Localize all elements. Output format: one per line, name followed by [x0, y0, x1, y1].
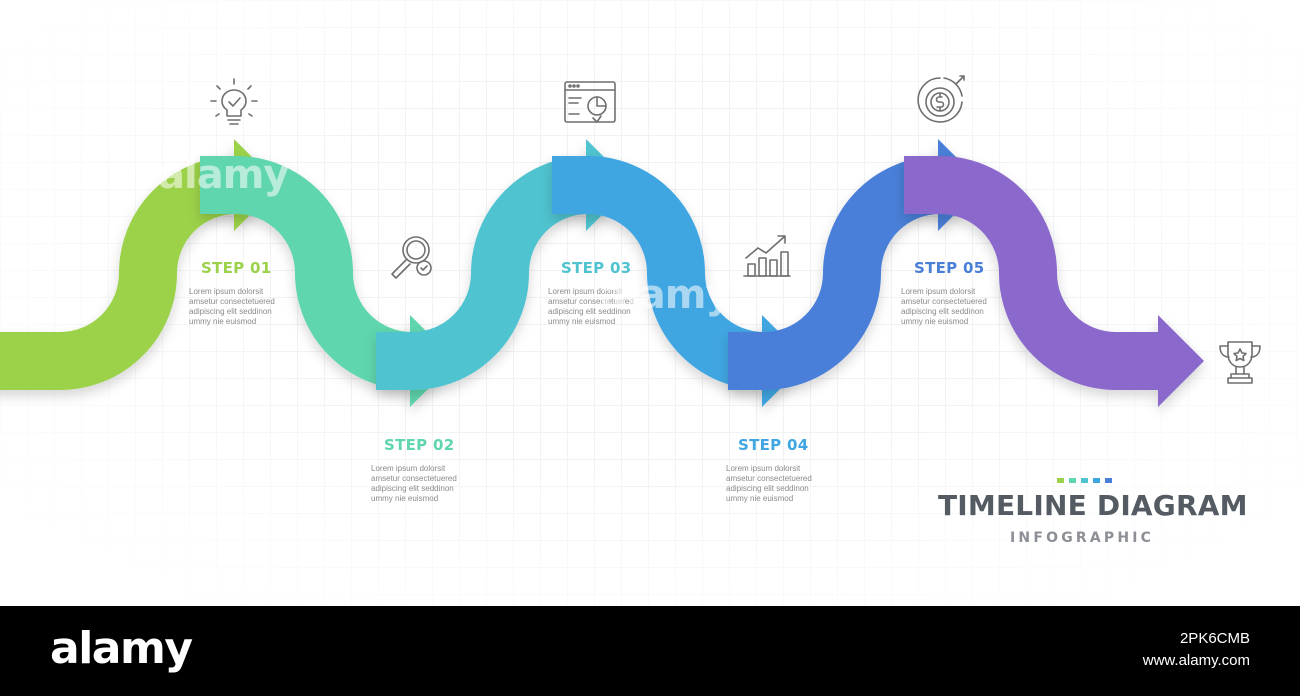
step-1-arrow-body [0, 156, 238, 390]
step-3-desc-line: adipiscing elit seddinon [548, 307, 631, 316]
step-4-desc-line: adipiscing elit seddinon [726, 484, 809, 493]
step-5-desc-line: ummy nie euismod [901, 317, 969, 326]
color-dot [1057, 478, 1064, 483]
step-3-desc-line: Lorem ipsum dolorsit [548, 287, 623, 296]
diagram-title: TIMELINE DIAGRAM [938, 489, 1248, 522]
color-dot [1093, 478, 1100, 483]
infographic-canvas: STEP 01 Lorem ipsum dolorsit amsetur con… [0, 0, 1300, 606]
step-4-arrow-body [552, 156, 766, 390]
growth-chart-icon [743, 235, 791, 277]
step-3-arrow-body [376, 156, 590, 390]
step-2-desc-line: Lorem ipsum dolorsit [371, 464, 446, 473]
step-2-title: STEP 02 [384, 436, 455, 454]
step-1-description: Lorem ipsum dolorsit amsetur consectetue… [189, 287, 289, 327]
watermark-band [0, 606, 1300, 696]
final-arrow-body [904, 156, 1160, 390]
trophy-icon [1219, 341, 1261, 384]
final-arrow-head [1158, 315, 1204, 407]
step-5-desc-line: amsetur consectetuered [901, 297, 987, 306]
color-dots [1057, 478, 1112, 483]
step-5-desc-line: adipiscing elit seddinon [901, 307, 984, 316]
step-5-arrow-body [728, 156, 942, 390]
step-4-desc-line: ummy nie euismod [726, 494, 794, 503]
final-arrow [904, 156, 1204, 407]
step-5-desc-line: Lorem ipsum dolorsit [901, 287, 976, 296]
dollar-target-icon [917, 75, 965, 123]
browser-chart-icon [564, 81, 616, 123]
step-3-desc-line: amsetur consectetuered [548, 297, 634, 306]
color-dot [1105, 478, 1112, 483]
step-4-description: Lorem ipsum dolorsit amsetur consectetue… [726, 464, 826, 504]
step-1-desc-line: Lorem ipsum dolorsit [189, 287, 264, 296]
step-1-desc-line: adipiscing elit seddinon [189, 307, 272, 316]
watermark-logo: alamy [50, 623, 193, 674]
step-1-desc-line: amsetur consectetuered [189, 297, 275, 306]
diagram-subtitle: INFOGRAPHIC [1010, 530, 1155, 546]
step-3-description: Lorem ipsum dolorsit amsetur consectetue… [548, 287, 648, 327]
magnifier-check-icon [391, 236, 432, 279]
watermark-image-id: 2PK6CMB [1179, 630, 1250, 647]
watermark-url: www.alamy.com [1142, 652, 1250, 669]
step-1-desc-line: ummy nie euismod [189, 317, 257, 326]
lightbulb-icon [210, 78, 258, 125]
watermark-overlay: alamy [600, 272, 731, 318]
step-1-title: STEP 01 [201, 259, 272, 277]
step-2-desc-line: amsetur consectetuered [371, 474, 457, 483]
step-4-desc-line: amsetur consectetuered [726, 474, 812, 483]
step-4-title: STEP 04 [738, 436, 809, 454]
color-dot [1069, 478, 1076, 483]
wave-timeline [0, 139, 1204, 407]
color-dot [1081, 478, 1088, 483]
step-3-desc-line: ummy nie euismod [548, 317, 616, 326]
step-5-title: STEP 05 [914, 259, 985, 277]
step-3-title: STEP 03 [561, 259, 632, 277]
step-2-description: Lorem ipsum dolorsit amsetur consectetue… [371, 464, 471, 504]
step-2-desc-line: ummy nie euismod [371, 494, 439, 503]
step-4-desc-line: Lorem ipsum dolorsit [726, 464, 801, 473]
watermark-overlay: alamy [158, 152, 289, 198]
step-5-description: Lorem ipsum dolorsit amsetur consectetue… [901, 287, 1001, 327]
step-2-desc-line: adipiscing elit seddinon [371, 484, 454, 493]
step-2-arrow-body [200, 156, 414, 390]
